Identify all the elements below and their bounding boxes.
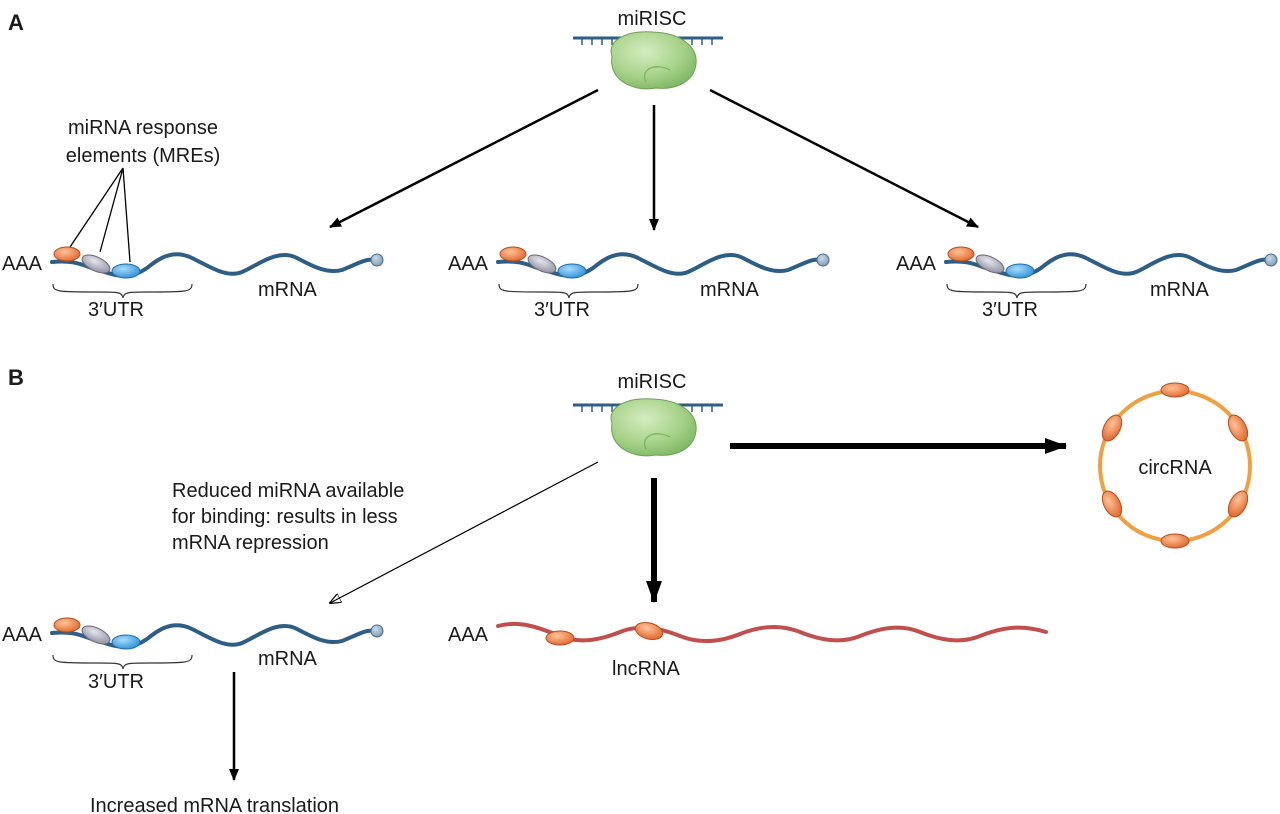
note-line1: Reduced miRNA available xyxy=(172,480,404,502)
mrna-label: mRNA xyxy=(1150,279,1210,301)
lncrna-strand xyxy=(496,621,1048,643)
mirisc-complex-a xyxy=(571,30,725,91)
mrna-transcript-b: AAA 3′UTR mRNA xyxy=(2,616,385,693)
mre-site xyxy=(1160,382,1190,398)
mre-site xyxy=(1101,414,1123,442)
arrow-a-right xyxy=(709,88,979,229)
panel-b-label: B xyxy=(8,365,24,390)
utr-label: 3′UTR xyxy=(534,299,590,321)
arrow-b-thin xyxy=(330,461,599,603)
lncrna-transcript: AAA lncRNA xyxy=(448,621,1048,680)
polya-label: AAA xyxy=(2,624,43,646)
mrna-transcript-a1: AAA 3′UTR mRNA xyxy=(2,245,385,321)
arrow-a-left xyxy=(329,88,599,229)
mre-site xyxy=(1227,414,1249,442)
mre-site xyxy=(634,621,664,641)
mre-site xyxy=(1160,533,1190,549)
mrna-label: mRNA xyxy=(258,279,318,301)
mirisc-label-a: miRISC xyxy=(618,8,687,30)
utr-label: 3′UTR xyxy=(88,299,144,321)
polya-label: AAA xyxy=(448,624,489,646)
mrna-label: mRNA xyxy=(258,648,318,670)
polya-label: AAA xyxy=(2,253,43,275)
mirisc-complex-b xyxy=(571,397,725,458)
mrna-transcript-a2: AAA 3′UTR mRNA xyxy=(448,245,831,321)
mre-label-line1: miRNA response xyxy=(68,117,218,139)
mre-site xyxy=(1101,490,1123,518)
mre-label-line2: elements (MREs) xyxy=(66,145,220,167)
lncrna-label: lncRNA xyxy=(612,658,680,680)
outcome-label: Increased mRNA translation xyxy=(90,795,339,814)
mre-site xyxy=(1227,490,1249,518)
circrna-label: circRNA xyxy=(1138,457,1212,479)
mrna-label: mRNA xyxy=(700,279,760,301)
polya-label: AAA xyxy=(448,253,489,275)
circrna: circRNA xyxy=(1098,382,1252,549)
polya-label: AAA xyxy=(896,253,937,275)
mirisc-label-b: miRISC xyxy=(618,371,687,393)
utr-label: 3′UTR xyxy=(982,299,1038,321)
mrna-transcript-a3: AAA 3′UTR mRNA xyxy=(896,245,1279,321)
utr-label: 3′UTR xyxy=(88,671,144,693)
note-line2: for binding: results in less xyxy=(172,506,398,528)
note-line3: mRNA repression xyxy=(172,532,329,554)
panel-a-label: A xyxy=(8,10,24,35)
mre-leader-lines xyxy=(69,167,131,263)
mre-site xyxy=(545,630,575,646)
